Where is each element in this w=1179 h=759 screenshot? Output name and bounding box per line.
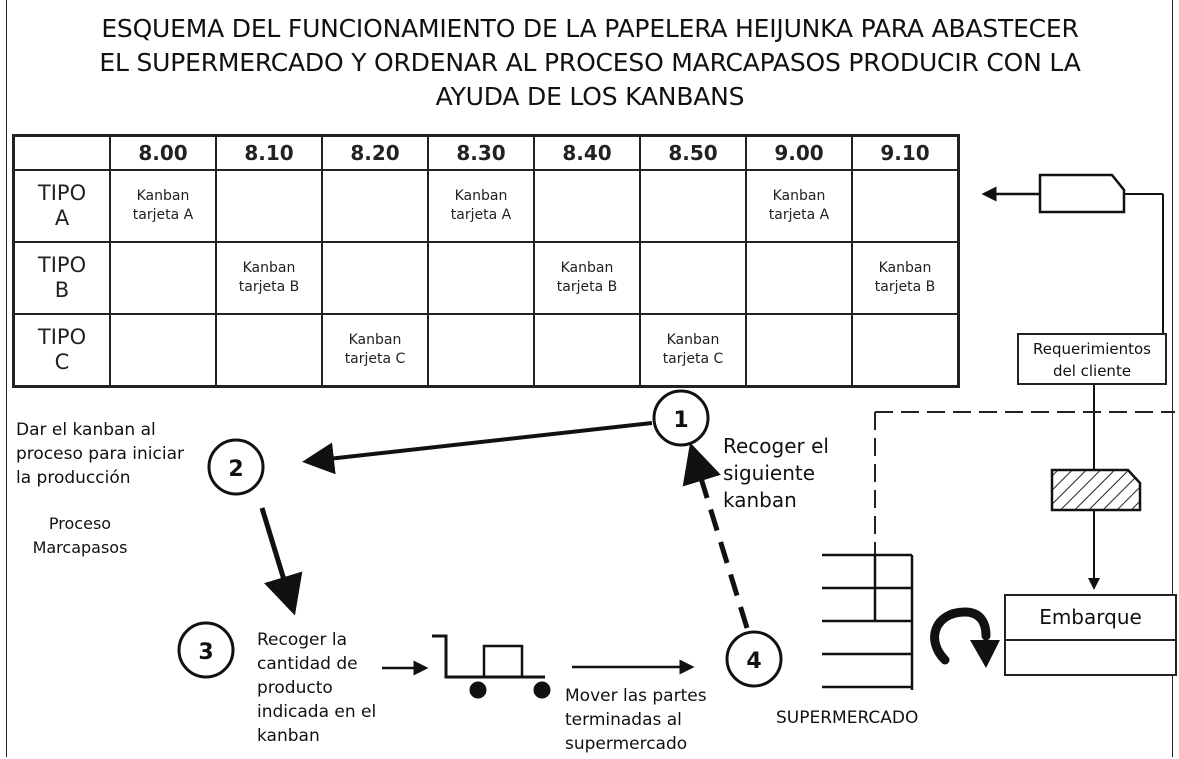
time-header: 9.10 [851, 134, 960, 171]
time-header: 8.40 [533, 134, 641, 171]
diagram-frame [6, 0, 1173, 757]
pacemaker-process-label: Proceso Marcapasos [32, 514, 128, 557]
time-header: 8.20 [321, 134, 429, 171]
heijunka-schedule-table: 8.00 8.10 8.20 8.30 8.40 8.50 9.00 9.10 … [12, 134, 960, 388]
step1-label: Recoger el siguiente kanban [723, 434, 829, 512]
kanban-slot [109, 241, 217, 315]
shipping-label: Embarque [1006, 596, 1175, 641]
schedule-header-row: 8.00 8.10 8.20 8.30 8.40 8.50 9.00 9.10 [12, 134, 960, 171]
kanban-slot [533, 169, 641, 243]
step4-label: Mover las partes terminadas al supermerc… [565, 686, 707, 754]
step-4-number: 4 [746, 649, 761, 674]
step-3-number: 3 [198, 640, 213, 665]
kanban-slot [109, 313, 217, 388]
kanban-slot [851, 313, 960, 388]
cart-icon [432, 634, 551, 699]
time-header: 8.30 [427, 134, 535, 171]
arrow-step2-to-step3 [259, 507, 303, 616]
curved-arrowhead [970, 640, 1000, 668]
step-1-circle [652, 389, 710, 447]
supermarket-label: SUPERMERCADO [776, 708, 919, 728]
kanban-slot [533, 313, 641, 388]
title-line-3: AYUDA DE LOS KANBANS [435, 82, 745, 111]
step-2-circle [207, 438, 265, 496]
kanban-slot [215, 169, 323, 243]
schedule-corner-cell [12, 134, 111, 171]
step-4-circle [725, 630, 783, 688]
curved-arrow-icon [930, 607, 991, 665]
title-line-2: EL SUPERMERCADO Y ORDENAR AL PROCESO MAR… [99, 48, 1081, 77]
step2-label: Dar el kanban al proceso para iniciar la… [16, 420, 184, 488]
kanban-slot [639, 241, 747, 315]
time-header: 8.00 [109, 134, 217, 171]
step-1-number: 1 [673, 408, 688, 433]
kanban-slot [215, 313, 323, 388]
client-requirements-box: Requerimientos del cliente [1017, 333, 1167, 385]
step-2-number: 2 [228, 457, 243, 482]
kanban-slot [639, 169, 747, 243]
kanban-slot [745, 241, 853, 315]
hatched-kanban-icon [1050, 468, 1142, 512]
kanban-slot [851, 169, 960, 243]
kanban-slot [321, 169, 429, 243]
step-3-circle [177, 621, 235, 679]
time-header: 9.00 [745, 134, 853, 171]
step3-label: Recoger la cantidad de producto indicada… [257, 630, 377, 746]
supermarket-shelves [822, 553, 914, 690]
kanban-card-icon [1038, 173, 1126, 214]
diagram-title: ESQUEMA DEL FUNCIONAMIENTO DE LA PAPELER… [20, 12, 1160, 114]
kanban-slot [427, 313, 535, 388]
kanban-slot [321, 241, 429, 315]
time-header: 8.50 [639, 134, 747, 171]
kanban-slot [427, 241, 535, 315]
dashed-arrow-step4-to-step1 [682, 442, 750, 629]
kanban-slot [745, 313, 853, 388]
time-header: 8.10 [215, 134, 323, 171]
arrow-step1-to-step2 [302, 421, 653, 475]
title-line-1: ESQUEMA DEL FUNCIONAMIENTO DE LA PAPELER… [101, 14, 1079, 43]
shipping-box: Embarque [1004, 594, 1177, 676]
